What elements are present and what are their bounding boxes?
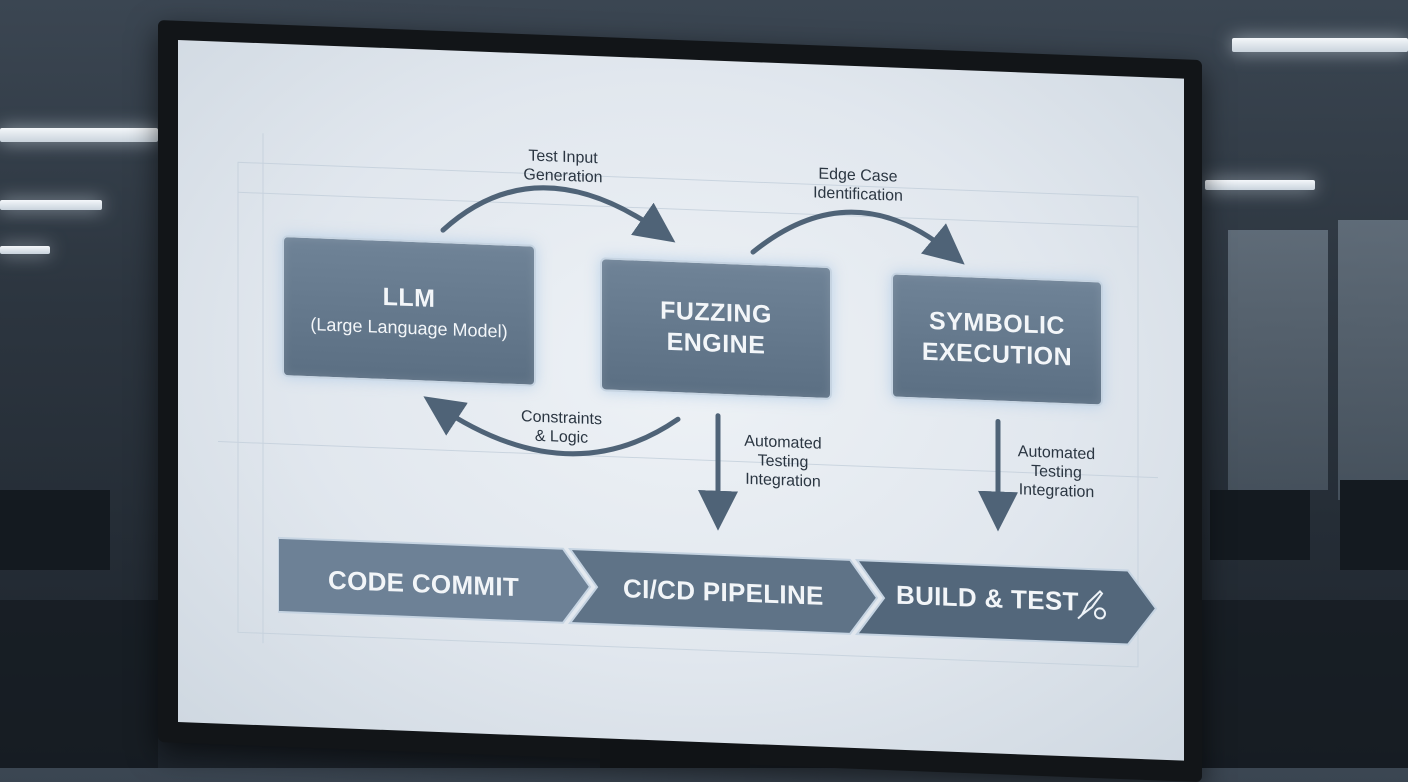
fuzzing-title-line2: ENGINE: [666, 327, 766, 360]
symbolic-title-line2: EXECUTION: [921, 337, 1073, 372]
edge-label-line: Integration: [1018, 481, 1095, 502]
edge-label-automated-testing-1: Automated Testing Integration: [728, 431, 838, 492]
pipeline-stage-code-commit: [278, 536, 592, 624]
edge-label-line: Automated: [1017, 443, 1096, 464]
desk: [0, 600, 158, 768]
llm-subtitle: (Large Language Model): [310, 314, 508, 342]
edge-label-automated-testing-2: Automated Testing Integration: [1004, 442, 1109, 503]
pipeline-stage-cicd: [568, 547, 879, 635]
ceiling-light: [0, 246, 50, 254]
diagram-screen: LLM (Large Language Model) FUZZING ENGIN…: [178, 40, 1184, 761]
ceiling-light: [1205, 180, 1315, 190]
screen-grid-decoration: [218, 133, 1158, 668]
window: [1338, 220, 1408, 500]
arrow-fuzzing-to-llm: [423, 396, 681, 457]
pipeline-stage-build-test: [855, 559, 1158, 646]
symbolic-execution-node: SYMBOLIC EXECUTION: [891, 272, 1103, 407]
rocket-gear-icon: [1077, 590, 1106, 620]
desk-monitor: [0, 490, 110, 570]
edge-label-constraints: Constraints & Logic: [504, 407, 619, 449]
llm-node: LLM (Large Language Model): [282, 234, 536, 387]
ceiling-light: [0, 128, 158, 142]
arrow-llm-to-fuzzing: [440, 185, 676, 243]
window: [1228, 230, 1328, 490]
llm-title: LLM: [382, 282, 436, 313]
fuzzing-engine-node: FUZZING ENGINE: [600, 257, 832, 401]
pipeline-chevrons: [278, 536, 1158, 646]
ceiling-light: [0, 200, 102, 210]
arrow-fuzzing-to-symbolic: [750, 209, 965, 265]
edge-label-edge-case: Edge Case Identification: [788, 163, 928, 206]
ceiling-light: [1232, 38, 1408, 52]
desk-monitor: [1210, 490, 1310, 560]
fuzzing-title-line1: FUZZING: [660, 296, 772, 329]
edge-label-test-input: Test Input Generation: [498, 145, 628, 188]
desk-monitor: [1340, 480, 1408, 570]
symbolic-title-line1: SYMBOLIC: [929, 306, 1065, 341]
desk: [1200, 600, 1408, 768]
